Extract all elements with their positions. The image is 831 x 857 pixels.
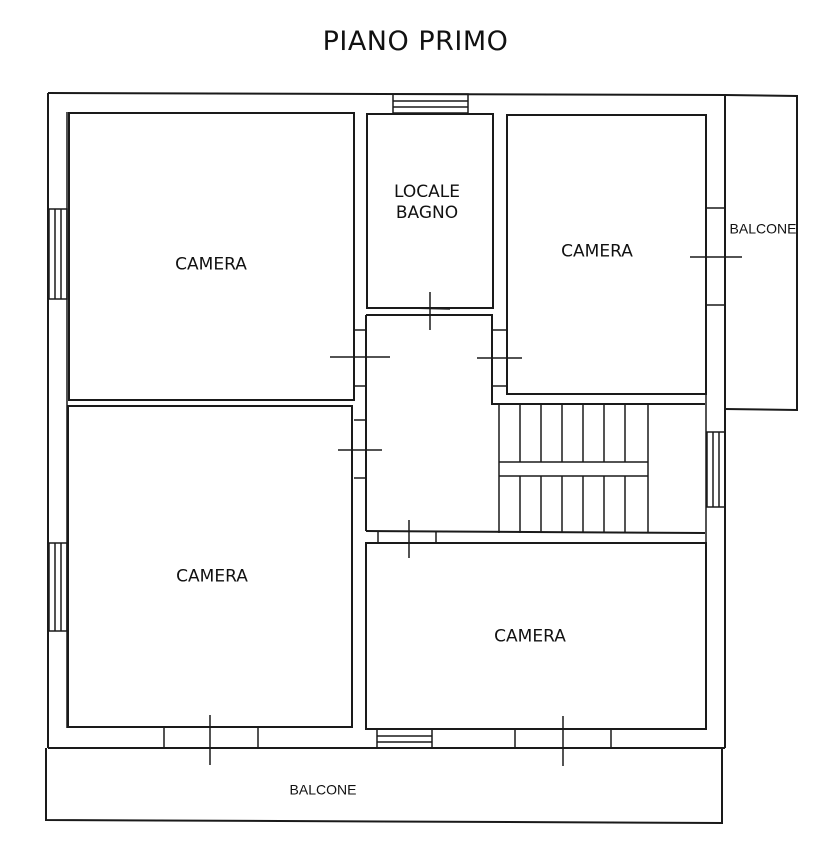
doors xyxy=(163,207,742,766)
room-label-locale-bagno: LOCALE BAGNO xyxy=(394,182,460,224)
room-camera-top-left xyxy=(68,112,355,401)
plan-title: PIANO PRIMO xyxy=(322,26,509,57)
room-label-camera-bottom-left: CAMERA xyxy=(176,566,248,587)
balconies xyxy=(45,94,798,825)
outer-walls xyxy=(47,92,726,749)
room-label-line: LOCALE xyxy=(394,182,460,202)
room-camera-top-right xyxy=(506,114,707,395)
windows xyxy=(48,93,726,749)
room-label-camera-top-left: CAMERA xyxy=(175,254,247,275)
room-camera-bottom-right xyxy=(365,542,707,730)
balcony-label-right: BALCONE xyxy=(729,220,797,237)
balcony-label-bottom: BALCONE xyxy=(289,781,357,798)
room-label-camera-top-right: CAMERA xyxy=(561,241,633,262)
room-label-camera-bottom-right: CAMERA xyxy=(494,626,566,647)
corridor xyxy=(354,314,706,534)
room-label-line: BAGNO xyxy=(395,203,459,223)
staircase xyxy=(498,404,649,533)
